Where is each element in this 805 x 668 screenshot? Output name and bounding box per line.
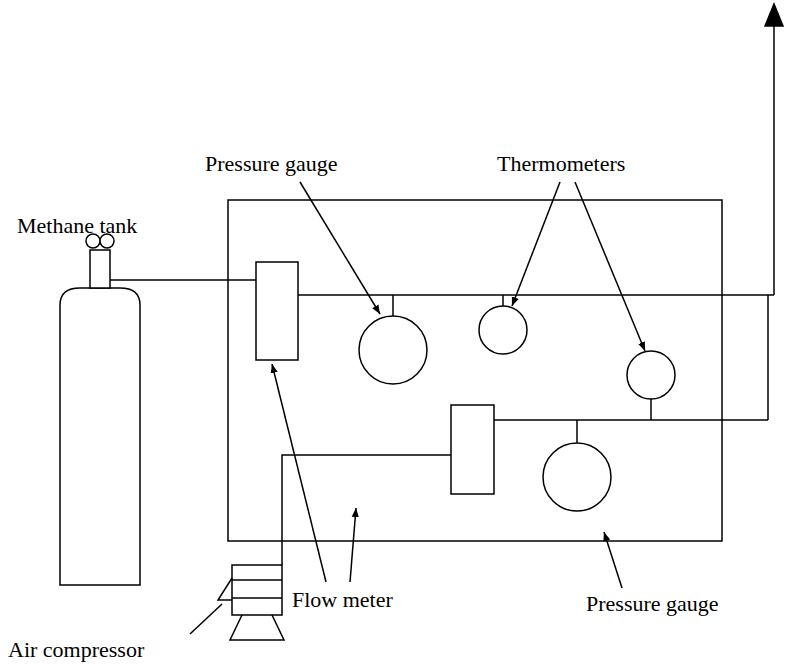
- leader-line: [190, 604, 222, 634]
- compressor-band: [232, 579, 282, 581]
- leader-line: [300, 182, 380, 314]
- flow-meter: [256, 262, 298, 360]
- compressor-band: [232, 597, 282, 599]
- part-label: Methane tank: [17, 214, 137, 238]
- part-label: Thermometers: [497, 152, 625, 176]
- part-label: Flow meter: [292, 588, 393, 612]
- exhaust-arrow: [765, 4, 783, 26]
- gauge-stub: [576, 420, 578, 443]
- gauge-stub: [392, 295, 394, 316]
- leader-line: [350, 508, 356, 582]
- leader-line: [604, 532, 622, 588]
- exhaust-pipe: [773, 24, 775, 295]
- thermometer: [627, 351, 675, 399]
- pressure-gauge: [359, 316, 427, 384]
- pressure-gauge: [543, 443, 611, 511]
- thermometer-stub: [502, 295, 504, 306]
- part-label: Pressure gauge: [205, 152, 338, 176]
- air-compressor: [232, 565, 282, 615]
- tank-neck: [90, 250, 110, 288]
- thermometer: [479, 306, 527, 354]
- air-pipe: [494, 419, 768, 421]
- thermometer-stub: [650, 399, 652, 420]
- leader-line: [272, 364, 326, 582]
- methane-tank: [60, 288, 140, 585]
- compressor-intake: [218, 578, 232, 600]
- panel-outline: [228, 200, 722, 541]
- gas-pipe: [110, 279, 256, 281]
- compressor-base: [230, 615, 284, 640]
- air-pipe: [767, 295, 769, 420]
- air-pipe: [282, 455, 451, 565]
- part-label: Air compressor: [8, 638, 144, 662]
- part-label: Pressure gauge: [586, 592, 719, 616]
- flow-meter: [451, 405, 494, 494]
- leader-line: [512, 182, 560, 306]
- leader-line: [575, 182, 645, 351]
